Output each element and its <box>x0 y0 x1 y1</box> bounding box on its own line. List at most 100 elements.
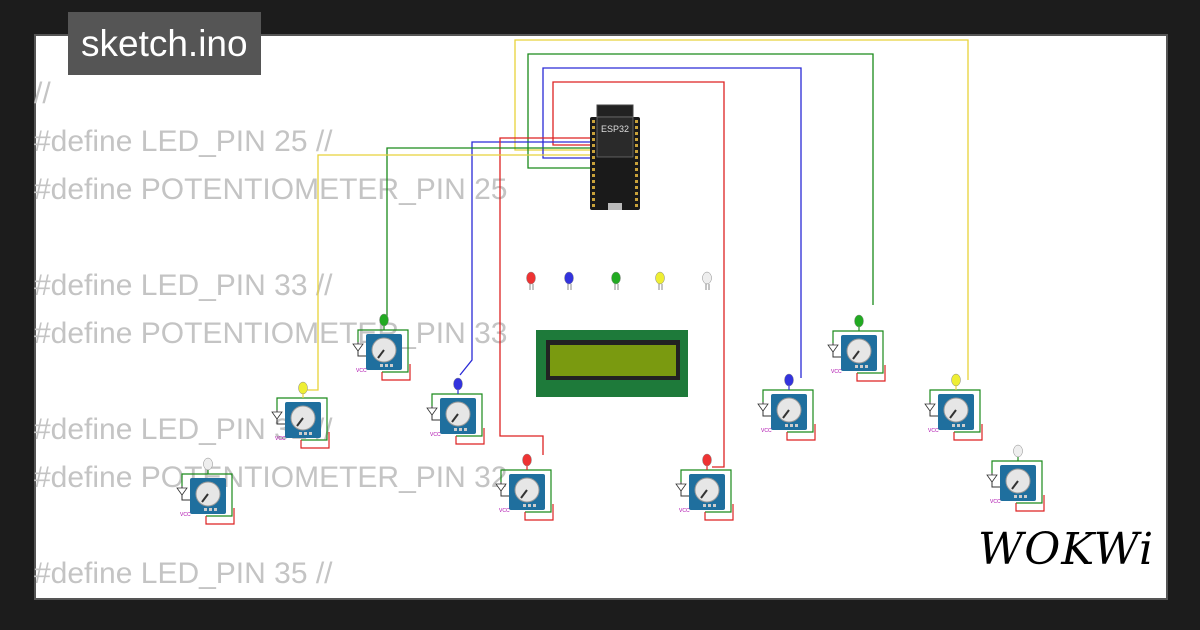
knob-indicator <box>451 413 459 423</box>
esp32-pin <box>592 126 595 129</box>
ground-symbol <box>426 407 438 416</box>
wire <box>524 504 554 521</box>
pot-pin <box>204 508 207 511</box>
pot-pin <box>464 428 467 431</box>
potentiometer-module: VCC <box>176 457 235 525</box>
code-line: #define LED_PIN 32 // <box>34 413 333 446</box>
wire <box>552 81 725 468</box>
led-green <box>611 271 621 290</box>
wire <box>455 428 485 445</box>
led-yellow <box>298 381 308 395</box>
vcc-label: VCC <box>990 499 1001 505</box>
wire <box>680 469 732 513</box>
vcc-label: VCC <box>928 428 939 434</box>
esp32-pin <box>635 198 638 201</box>
wire <box>431 393 483 437</box>
pot-pin <box>533 504 536 507</box>
led-blue <box>784 373 794 387</box>
led-red <box>522 453 532 467</box>
knob-indicator <box>852 350 860 360</box>
pot-pin <box>1024 495 1027 498</box>
esp32-pin <box>592 120 595 123</box>
esp32-pin <box>635 180 638 183</box>
wire <box>527 53 874 305</box>
esp32-pin <box>592 144 595 147</box>
pot-pin <box>523 504 526 507</box>
esp32-pin <box>635 168 638 171</box>
esp32-pin <box>635 138 638 141</box>
wire <box>1015 495 1045 512</box>
esp32-pin <box>635 126 638 129</box>
potentiometer-module: VCC <box>271 381 330 449</box>
wire <box>300 432 330 449</box>
vcc-label: VCC <box>275 436 286 442</box>
vcc-label: VCC <box>180 512 191 518</box>
vcc-label: VCC <box>499 508 510 514</box>
code-line: #define LED_PIN 25 // <box>34 125 333 158</box>
knob-indicator <box>949 409 957 419</box>
vcc-label: VCC <box>679 508 690 514</box>
wire <box>181 473 233 517</box>
wire <box>786 424 816 441</box>
esp32-pin <box>592 192 595 195</box>
esp32-pin <box>592 174 595 177</box>
ground-symbol <box>352 343 364 352</box>
ground-symbol <box>757 403 769 412</box>
wire <box>542 67 802 378</box>
knob-indicator <box>296 417 304 427</box>
led-blue <box>564 271 574 290</box>
led-lens <box>611 271 621 285</box>
wire <box>856 365 886 382</box>
ground-symbol <box>176 487 188 496</box>
potentiometer-module: VCC <box>757 373 816 441</box>
esp32-pin <box>635 174 638 177</box>
esp32-pin <box>635 132 638 135</box>
pot-pin <box>459 428 462 431</box>
pot-pin <box>309 432 312 435</box>
sketch-filename-tab[interactable]: sketch.ino <box>68 12 261 75</box>
esp32-pin <box>635 150 638 153</box>
esp32-pin <box>592 138 595 141</box>
code-line: #define POTENTIOMETER_PIN 32 <box>34 461 508 494</box>
knob-indicator <box>377 349 385 359</box>
pot-pin <box>957 424 960 427</box>
lcd-display <box>536 330 688 397</box>
wire <box>459 141 590 376</box>
pot-pin <box>214 508 217 511</box>
esp32-antenna <box>596 104 634 118</box>
esp32-pin <box>592 204 595 207</box>
usb-port <box>608 203 622 210</box>
pot-pin <box>790 424 793 427</box>
pot-pin <box>785 424 788 427</box>
led-blue <box>453 377 463 391</box>
wire <box>704 504 734 521</box>
pot-pin <box>299 432 302 435</box>
code-line: #define POTENTIOMETER_PIN 33 <box>34 317 508 350</box>
esp32-pin <box>635 204 638 207</box>
led-lens <box>564 271 574 285</box>
pot-pin <box>865 365 868 368</box>
pot-pin <box>390 364 393 367</box>
code-line: #define LED_PIN 35 // <box>34 557 333 590</box>
potentiometer-module: VCC <box>675 453 734 521</box>
potentiometer-module: VCC <box>495 453 554 521</box>
pot-pin <box>454 428 457 431</box>
knob-indicator <box>201 493 209 503</box>
code-line: #define POTENTIOMETER_PIN 25 <box>34 173 508 206</box>
esp32-pin <box>592 186 595 189</box>
wire <box>499 137 590 455</box>
code-line: // <box>34 77 51 110</box>
ground-symbol <box>675 483 687 492</box>
ground-symbol <box>986 474 998 483</box>
pot-pin <box>855 365 858 368</box>
pot-pin <box>962 424 965 427</box>
wire <box>305 154 590 391</box>
potentiometer-module: VCC <box>352 313 411 381</box>
code-preview: // #define LED_PIN 25 // #define POTENTI… <box>34 70 508 598</box>
esp32-pin <box>592 198 595 201</box>
ground-symbol <box>495 483 507 492</box>
esp32-pin <box>592 162 595 165</box>
knob-indicator <box>782 409 790 419</box>
